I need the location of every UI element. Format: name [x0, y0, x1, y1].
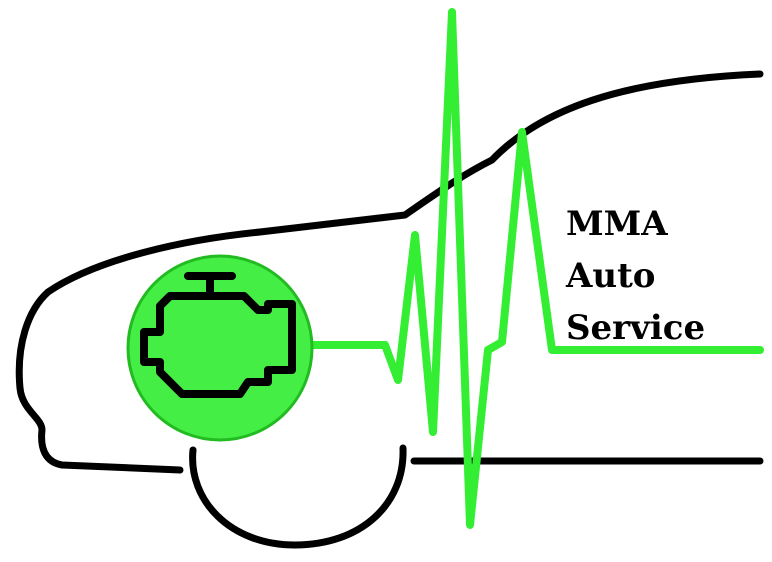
heartbeat-line	[296, 8, 764, 529]
check-engine-icon	[140, 272, 296, 398]
car-body-outline	[15, 70, 764, 474]
wheel-arch	[189, 444, 407, 549]
brand-line-1: MMA	[566, 204, 668, 244]
brand-line-2: Auto	[566, 256, 656, 296]
engine-badge-circle	[126, 254, 314, 442]
brand-name: MMA Auto Service	[566, 198, 705, 354]
brand-line-3: Service	[566, 308, 706, 348]
